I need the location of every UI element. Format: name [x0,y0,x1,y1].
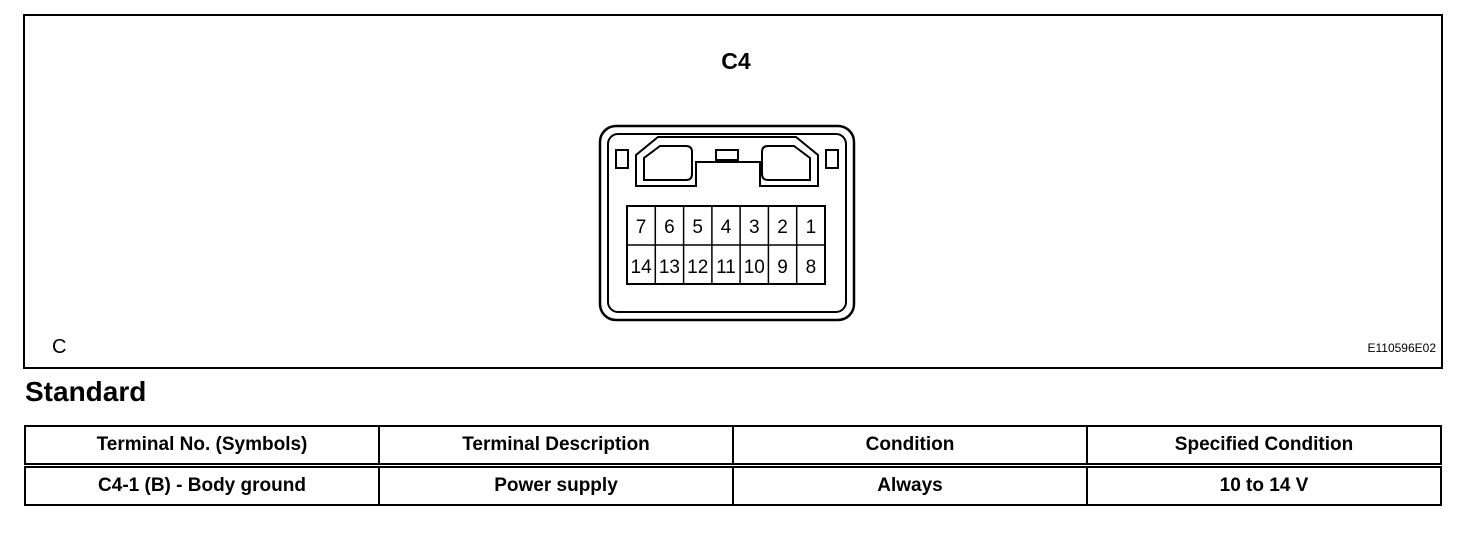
center-latch [715,149,739,161]
cell-condition: Always [732,464,1088,506]
header-terminal-description: Terminal Description [378,425,734,468]
pin-10: 10 [744,257,765,278]
table-row: C4-1 (B) - Body ground Power supply Alwa… [24,464,1442,506]
section-heading: Standard [25,376,147,407]
header-specified-condition: Specified Condition [1086,425,1442,468]
side-tab-left [615,149,629,169]
lock-profile [635,136,819,187]
figure-frame [23,14,1443,369]
pin-13: 13 [659,257,680,278]
cell-terminal-description: Power supply [378,464,734,506]
table-header-row: Terminal No. (Symbols) Terminal Descript… [24,425,1442,468]
pin-6: 6 [664,217,675,238]
cell-terminal-no: C4-1 (B) - Body ground [24,464,380,506]
side-tab-right [825,149,839,169]
pin-11: 11 [716,257,736,278]
cell-specified-condition: 10 to 14 V [1086,464,1442,506]
pin-2: 2 [777,217,788,238]
header-condition: Condition [732,425,1088,468]
connector-housing-outer [598,124,856,322]
pin-14: 14 [631,257,653,278]
pin-9: 9 [777,257,788,278]
connector-housing-inner [607,133,847,313]
pin-3: 3 [749,217,760,238]
key-left [643,145,693,181]
header-terminal-no: Terminal No. (Symbols) [24,425,380,468]
pin-7: 7 [636,217,647,238]
key-right [761,145,811,181]
pin-5: 5 [692,217,703,238]
pin-8: 8 [806,257,817,278]
spec-table: Terminal No. (Symbols) Terminal Descript… [24,425,1442,506]
figure-code: E110596E02 [1367,341,1436,355]
pin-1: 1 [806,217,817,238]
pin-4: 4 [721,217,732,238]
connector-label: C4 [721,48,751,74]
pin-12: 12 [687,257,708,278]
view-label: C [52,336,67,358]
